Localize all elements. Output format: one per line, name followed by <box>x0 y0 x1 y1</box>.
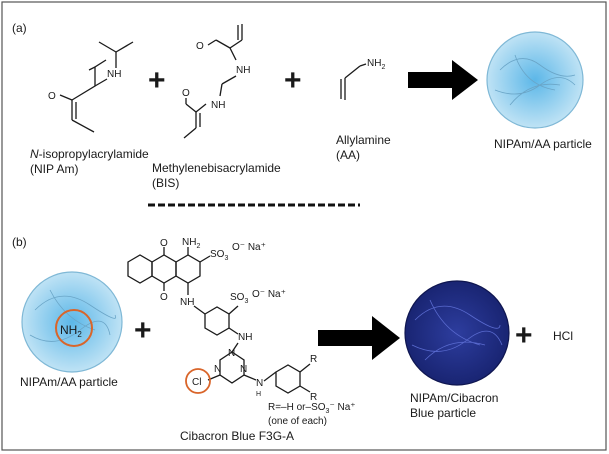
r-group-note: (one of each) <box>268 416 327 427</box>
nipam-cibacron-particle <box>404 280 510 386</box>
panel-b-plus-1: + <box>134 314 152 347</box>
dye-nh-link-3: N <box>256 378 263 389</box>
allylamine-nh2: NH2 <box>367 58 385 71</box>
r-def-part-2: ⁻ Na⁺ <box>329 402 355 413</box>
dye-so3-1: SO <box>210 249 225 260</box>
panel-a-plus-1: + <box>148 64 166 97</box>
dye-nh-h: H <box>256 391 261 398</box>
bis-abbrev: (BIS) <box>152 176 179 190</box>
nipam-name-rest: -isopropylacrylamide <box>39 147 149 161</box>
panel-b-label: (b) <box>12 235 27 249</box>
bis-name: Methylenebisacrylamide <box>152 161 281 175</box>
dye-oxygen-2: O <box>160 292 168 303</box>
bis-oxygen-1: O <box>196 41 204 52</box>
dye-so3-2-sub: 3 <box>244 298 248 305</box>
dye-r-2: R <box>310 392 317 403</box>
byproduct-hcl: HCl <box>553 329 573 343</box>
panel-a-label: (a) <box>12 21 27 35</box>
dye-r-1: R <box>310 354 317 365</box>
nipam-name-n: N <box>30 147 39 161</box>
panel-a-plus-2: + <box>284 64 302 97</box>
dye-so3-2: SO <box>230 292 245 303</box>
panel-a-product-label: NIPAm/AA particle <box>494 137 592 151</box>
panel-b-plus-2: + <box>515 319 533 352</box>
r-group-definition: R=–H or–SO3⁻ Na⁺ <box>268 402 356 415</box>
allylamine-structure: NH2 <box>340 58 385 100</box>
bis-oxygen-2: O <box>182 88 190 99</box>
panel-b-reactant-label: NIPAm/AA particle <box>20 375 118 389</box>
allylamine-nh2-sub: 2 <box>381 64 385 71</box>
triazine-n-2: N <box>214 364 221 375</box>
allylamine-nh: NH <box>367 58 381 69</box>
panel-a-reaction-arrow <box>408 60 478 100</box>
dye-sulfonate-2: SO3 <box>230 292 248 305</box>
dye-sulfonate-1: SO3 <box>210 249 228 262</box>
triazine-n-1: N <box>228 348 235 359</box>
r-def-part-1: R=–H or–SO <box>268 402 326 413</box>
particle-nh2-group: NH2 <box>60 323 82 339</box>
panel-b-product-line-2: Blue particle <box>410 406 476 420</box>
dye-nh2-sub: 2 <box>196 243 200 250</box>
nipam-abbrev: (NIP Am) <box>30 162 78 176</box>
dye-chlorine: Cl <box>192 377 201 388</box>
panel-b-reaction-arrow <box>318 316 400 360</box>
chlorine-highlight-ring <box>185 368 211 394</box>
dye-nh2: NH2 <box>182 237 200 250</box>
dye-so3-1-sub: 3 <box>224 255 228 262</box>
nipam-name: N-isopropylacrylamide <box>30 147 149 161</box>
allylamine-name: Allylamine <box>336 133 391 147</box>
dye-ona-2: O⁻ Na⁺ <box>252 289 286 300</box>
bis-nh-1: NH <box>236 65 250 76</box>
nipam-structure: O NH <box>48 41 134 133</box>
dye-ona-1: O⁻ Na⁺ <box>232 242 266 253</box>
cibacron-blue-structure: O O NH2 SO3 O⁻ Na⁺ NH SO3 O⁻ Na⁺ NH N N … <box>127 237 317 403</box>
amine-highlight-ring <box>55 309 93 347</box>
allylamine-abbrev: (AA) <box>336 148 360 162</box>
nipam-aa-particle-b: NH2 <box>21 271 123 373</box>
r-def-sub: 3 <box>326 408 330 415</box>
bis-nh-2: NH <box>211 100 225 111</box>
nipam-oxygen: O <box>48 91 56 102</box>
bis-structure: O NH NH O <box>182 24 250 139</box>
dye-nh2-nh: NH <box>182 237 196 248</box>
particle-nh2-sub: 2 <box>77 330 82 339</box>
panel-b-product-line-1: NIPAm/Cibacron <box>410 391 498 405</box>
dye-nh-link-1: NH <box>180 297 194 308</box>
triazine-n-3: N <box>240 364 247 375</box>
nipam-aa-particle <box>486 31 584 129</box>
dye-oxygen-1: O <box>160 238 168 249</box>
dye-nh-link-2: NH <box>238 332 252 343</box>
dye-name: Cibacron Blue F3G-A <box>180 429 294 443</box>
nipam-nh: NH <box>107 69 121 80</box>
dye-nh-n: N <box>256 378 263 389</box>
particle-nh: NH <box>60 323 77 337</box>
